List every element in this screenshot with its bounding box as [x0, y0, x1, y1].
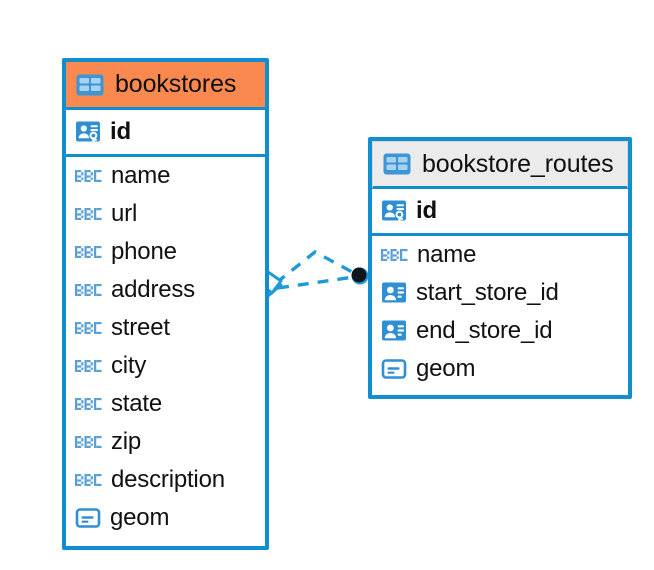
field-list-bookstores: name url: [66, 157, 265, 537]
field-label: description: [111, 466, 225, 493]
field-row-end-store-id[interactable]: end_store_id: [372, 312, 628, 350]
field-label: state: [111, 390, 163, 417]
abc-text-icon: [75, 246, 102, 258]
field-label: start_store_id: [416, 279, 559, 306]
field-row-name[interactable]: name: [66, 157, 265, 195]
field-label: id: [416, 197, 437, 224]
field-label: zip: [111, 428, 142, 455]
primary-key-icon: [76, 121, 100, 143]
table-icon: [76, 74, 104, 95]
entity-title: bookstore_routes: [422, 149, 614, 178]
field-row-start-store-id[interactable]: start_store_id: [372, 274, 628, 312]
field-row-phone[interactable]: phone: [66, 233, 265, 271]
abc-text-icon: [75, 170, 102, 182]
relationship-line-lower: [277, 275, 355, 290]
field-row-geom[interactable]: geom: [372, 350, 628, 388]
abc-text-icon: [75, 474, 102, 486]
foreign-key-icon: [382, 320, 406, 341]
field-label: name: [417, 241, 477, 268]
abc-text-icon: [381, 249, 408, 261]
abc-text-icon: [75, 398, 102, 410]
field-label: id: [110, 118, 131, 145]
abc-text-icon: [75, 360, 102, 372]
field-label: phone: [111, 238, 177, 265]
abc-text-icon: [75, 284, 102, 296]
endpoint-halo-icon: [351, 267, 369, 285]
entity-header-bookstore-routes[interactable]: bookstore_routes: [372, 141, 628, 189]
field-label: city: [111, 352, 147, 379]
abc-text-icon: [75, 322, 102, 334]
primary-key-divider: [66, 154, 265, 157]
primary-key-icon: [382, 200, 406, 222]
field-row-name[interactable]: name: [372, 236, 628, 274]
foreign-key-icon: [382, 282, 406, 303]
field-label: geom: [416, 355, 476, 382]
field-row-city[interactable]: city: [66, 347, 265, 385]
entity-bookstore-routes[interactable]: bookstore_routes id: [368, 137, 632, 399]
field-label: street: [111, 314, 170, 341]
field-label: name: [111, 162, 171, 189]
field-row-state[interactable]: state: [66, 385, 265, 423]
endpoint-marker-icon: [351, 267, 367, 283]
field-label: url: [111, 200, 138, 227]
field-row-street[interactable]: street: [66, 309, 265, 347]
field-label: geom: [110, 504, 170, 531]
field-list-bookstore-routes: name start_store_id: [372, 236, 628, 388]
entity-title: bookstores: [115, 70, 237, 98]
field-row-url[interactable]: url: [66, 195, 265, 233]
relationship-line-upper: [274, 249, 357, 285]
field-row-geom[interactable]: geom: [66, 499, 265, 537]
primary-key-divider: [372, 233, 628, 236]
field-row-primary-key[interactable]: id: [372, 189, 628, 233]
table-icon: [383, 153, 411, 175]
field-row-description[interactable]: description: [66, 461, 265, 499]
field-row-address[interactable]: address: [66, 271, 265, 309]
abc-text-icon: [75, 436, 102, 448]
geometry-icon: [75, 508, 101, 528]
field-row-primary-key[interactable]: id: [66, 110, 265, 154]
abc-text-icon: [75, 208, 102, 220]
entity-bookstores[interactable]: bookstores id: [62, 58, 269, 550]
field-label: end_store_id: [416, 317, 553, 344]
entity-header-bookstores[interactable]: bookstores: [66, 62, 265, 110]
field-label: address: [111, 276, 195, 303]
field-row-zip[interactable]: zip: [66, 423, 265, 461]
geometry-icon: [381, 359, 407, 379]
